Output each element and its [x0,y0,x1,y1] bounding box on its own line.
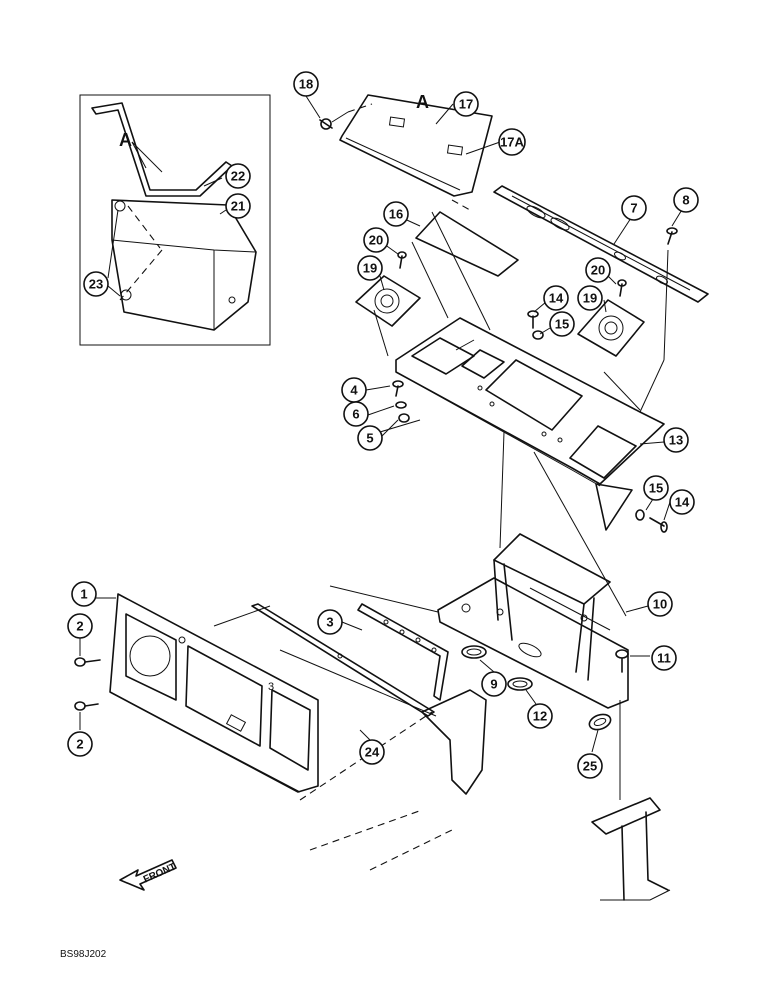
callout-16: 16 [383,201,409,227]
grommet-left [355,275,421,327]
front-direction-arrow: FRONT [119,859,178,891]
callout-9: 9 [481,671,507,697]
callout-18: 18 [293,71,319,97]
screw-2-upper [74,657,101,667]
svg-text:21: 21 [231,199,245,214]
callout-12: 12 [527,703,553,729]
grommet-25 [588,713,612,731]
svg-text:15: 15 [555,317,569,332]
svg-text:23: 23 [89,277,103,292]
callout-2-upper: 2 [67,613,93,639]
callout-21: 21 [225,193,251,219]
svg-text:7: 7 [630,201,637,216]
assembly-lines [213,211,669,871]
svg-text:12: 12 [533,709,547,724]
svg-text:8: 8 [682,193,689,208]
bracket-3 [357,603,449,701]
trim-strip [493,185,709,303]
callout-5: 5 [357,425,383,451]
svg-text:1: 1 [80,587,87,602]
detail-view-marker: A [119,130,132,150]
screw-2-lower [74,701,99,711]
svg-text:17: 17 [459,97,473,112]
callout-2-lower: 2 [67,731,93,757]
screw-8 [666,227,678,245]
callout-19-left: 19 [357,255,383,281]
callout-22: 22 [225,163,251,189]
front-panel: 3 [109,593,319,793]
trim-strip-24 [251,603,435,717]
svg-text:18: 18 [299,77,313,92]
svg-text:19: 19 [583,291,597,306]
callout-15-upper: 15 [549,311,575,337]
svg-text:14: 14 [549,291,564,306]
svg-text:14: 14 [675,495,690,510]
svg-text:24: 24 [365,745,380,760]
svg-text:4: 4 [350,383,358,398]
callout-20-right: 20 [585,257,611,283]
callout-11: 11 [651,645,677,671]
callout-24: 24 [359,739,385,765]
svg-text:3: 3 [326,615,333,630]
svg-text:19: 19 [363,261,377,276]
callout-8: 8 [673,187,699,213]
callout-1: 1 [71,581,97,607]
callout-25: 25 [577,753,603,779]
detail-view-box: A [79,94,271,346]
svg-text:2: 2 [76,619,83,634]
callout-15-lower: 15 [643,475,669,501]
upper-cover: A [331,92,519,277]
svg-text:17A: 17A [500,135,524,150]
grommet-12 [507,677,533,691]
small-hardware [392,251,668,533]
callout-20-left: 20 [363,227,389,253]
grommet-9 [461,645,487,659]
callout-10: 10 [647,591,673,617]
callout-3: 3 [317,609,343,635]
svg-text:22: 22 [231,169,245,184]
svg-text:15: 15 [649,481,663,496]
svg-text:16: 16 [389,207,403,222]
svg-text:10: 10 [653,597,667,612]
svg-text:5: 5 [366,431,373,446]
callout-13: 13 [663,427,689,453]
callout-14-lower: 14 [669,489,695,515]
screw-18 [319,118,333,130]
svg-text:25: 25 [583,759,597,774]
mounting-stand [437,533,629,709]
svg-text:20: 20 [369,233,383,248]
callout-17: 17 [453,91,479,117]
svg-text:11: 11 [657,651,671,666]
callout-19-right: 19 [577,285,603,311]
callout-17a: 17A [498,128,526,156]
callout-7: 7 [621,195,647,221]
svg-text:20: 20 [591,263,605,278]
bolt-11 [615,649,629,673]
svg-text:2: 2 [76,737,83,752]
callout-23: 23 [83,271,109,297]
svg-text:13: 13 [669,433,683,448]
cover-view-marker: A [416,92,429,112]
callout-6: 6 [343,401,369,427]
callout-14-upper: 14 [543,285,569,311]
console-frame [395,317,665,531]
callout-leaders [79,95,684,753]
panel-number: 3 [268,681,274,693]
base-support [421,689,671,901]
grommet-right [577,299,645,357]
callout-4: 4 [341,377,367,403]
figure-code: BS98J202 [60,949,107,960]
svg-text:6: 6 [352,407,359,422]
svg-text:9: 9 [490,677,497,692]
